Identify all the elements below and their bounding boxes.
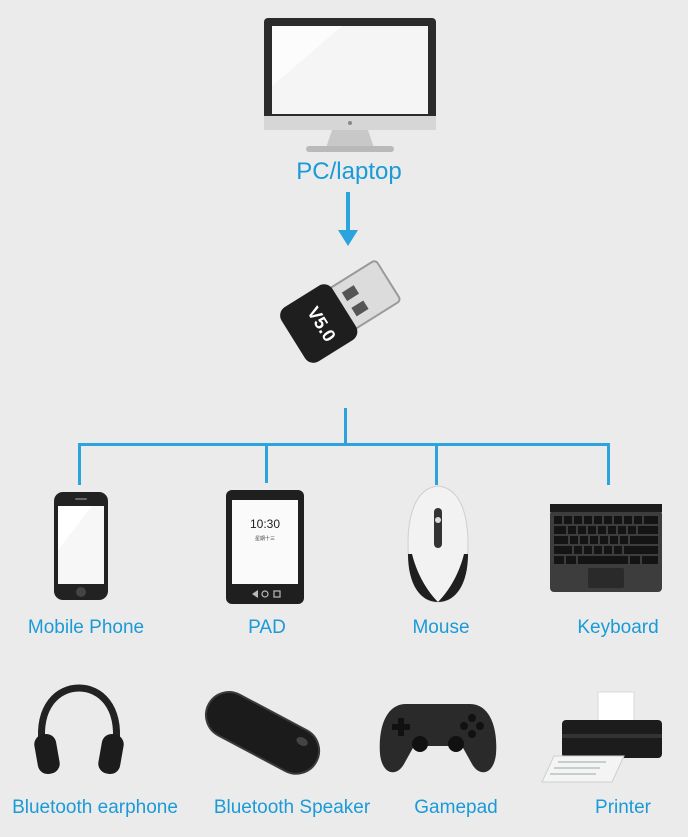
arrow-down-icon xyxy=(338,192,358,246)
tablet-screen-time: 10:30 xyxy=(250,517,280,531)
connector-drop-phone xyxy=(78,443,81,485)
tablet-screen-sub: 星期十三 xyxy=(255,535,275,542)
keyboard-icon xyxy=(550,504,662,592)
monitor-icon xyxy=(264,18,436,152)
device-label-pad: PAD xyxy=(248,617,286,638)
usb-bluetooth-adapter-icon: V5.0 xyxy=(280,260,401,363)
device-label-printer: Printer xyxy=(595,797,651,818)
phone-icon xyxy=(54,492,108,600)
connector-bus xyxy=(78,443,610,446)
device-label-bluetooth-speaker: Bluetooth Speaker xyxy=(213,797,371,818)
mouse-icon xyxy=(407,485,469,603)
device-label-gamepad: Gamepad xyxy=(414,797,498,818)
device-label-bluetooth-earphone: Bluetooth earphone xyxy=(12,797,178,818)
speaker-icon xyxy=(204,691,321,775)
connector-drop-mouse xyxy=(435,443,438,485)
tablet-icon: 10:30 星期十三 xyxy=(226,490,304,604)
connector-trunk xyxy=(344,408,347,445)
connector-drop-pad xyxy=(265,443,268,483)
printer-icon xyxy=(541,691,662,783)
device-label-mobile-phone: Mobile Phone xyxy=(27,617,145,638)
headphones-icon xyxy=(34,684,124,775)
gamepad-icon xyxy=(379,704,497,773)
device-label-keyboard: Keyboard xyxy=(577,617,659,638)
connector-drop-keyboard xyxy=(607,443,610,485)
source-label: PC/laptop xyxy=(296,158,402,185)
device-label-mouse: Mouse xyxy=(412,617,470,638)
